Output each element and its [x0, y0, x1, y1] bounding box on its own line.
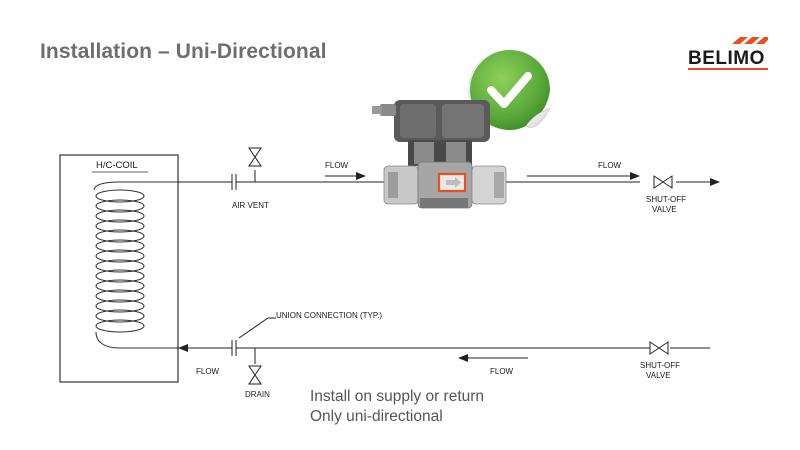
- svg-text:SHUT-OFF: SHUT-OFF: [640, 361, 680, 370]
- svg-text:FLOW: FLOW: [598, 161, 622, 170]
- drain-label: DRAIN: [245, 390, 270, 399]
- drain: [248, 348, 262, 385]
- air-vent: [248, 147, 262, 182]
- brand-name: BELIMO: [688, 48, 765, 69]
- coil-box: [59, 154, 179, 383]
- svg-text:FLOW: FLOW: [490, 367, 514, 376]
- belimo-logo: BELIMO: [688, 36, 768, 70]
- flow-arrow-return: [458, 354, 528, 362]
- svg-text:SHUT-OFF: SHUT-OFF: [646, 195, 686, 204]
- union-label: UNION CONNECTION (TYP.): [276, 311, 382, 320]
- shutoff-valve-supply: [653, 175, 673, 189]
- slide-title: Installation – Uni-Directional: [40, 40, 327, 63]
- control-valve: [372, 100, 507, 209]
- svg-text:VALVE: VALVE: [646, 371, 671, 380]
- coil-spiral: [93, 181, 178, 349]
- air-vent-label: AIR VENT: [232, 201, 269, 210]
- return-line: [178, 340, 710, 356]
- shutoff-valve-return: [649, 341, 669, 355]
- flow-arrow-supply-2: [527, 172, 640, 180]
- flow-arrow-supply-1: [325, 172, 366, 180]
- svg-text:FLOW: FLOW: [325, 161, 349, 170]
- coil-label: H/C-COIL: [96, 160, 138, 171]
- svg-text:FLOW: FLOW: [196, 367, 220, 376]
- belimo-logo-icon: [688, 37, 768, 70]
- note-line-1: Install on supply or return: [310, 388, 485, 405]
- supply-line: [178, 174, 712, 190]
- svg-text:VALVE: VALVE: [652, 205, 677, 214]
- flow-arrow-coil-return: [178, 344, 188, 352]
- note-line-2: Only uni-directional: [310, 408, 443, 425]
- union-connection-leader: [238, 317, 276, 339]
